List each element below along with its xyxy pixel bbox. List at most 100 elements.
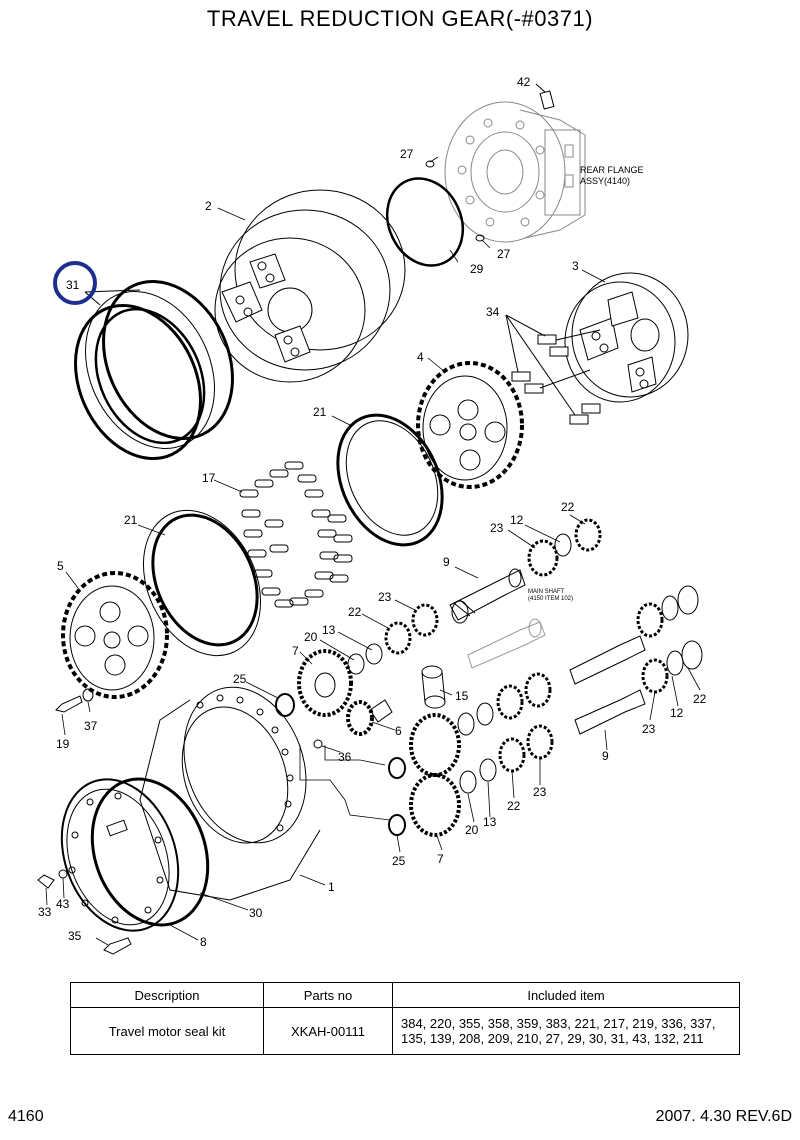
callout-37: 37 <box>84 719 98 733</box>
part-19-bolt <box>55 695 83 713</box>
callout-25-upper: 25 <box>233 672 247 686</box>
part-42-pin <box>535 83 555 110</box>
callout-30: 30 <box>249 906 263 920</box>
page-number: 4160 <box>8 1108 44 1125</box>
part-34-pins <box>505 314 601 425</box>
part-29-oring <box>385 177 465 267</box>
callout-19: 19 <box>56 737 70 751</box>
part-35-bolt <box>103 937 132 955</box>
callout-22-top: 22 <box>561 500 575 514</box>
callout-4: 4 <box>417 350 424 364</box>
callout-9-lower: 9 <box>602 749 609 763</box>
cell-included-items: 384, 220, 355, 358, 359, 383, 221, 217, … <box>392 1007 740 1055</box>
part-25-snap-ring-upper <box>275 693 295 717</box>
header-included-item: Included item <box>392 982 740 1008</box>
callout-23-right: 23 <box>642 722 656 736</box>
callout-27-lower: 27 <box>497 247 511 261</box>
part-23-bearing-mid <box>411 603 439 637</box>
part-9-shaft-upper <box>449 568 526 624</box>
part-27-oring-upper <box>425 160 435 168</box>
seal-kit-table: Description Parts no Included item Trave… <box>70 982 740 1055</box>
part-17-needle-rollers <box>239 461 353 608</box>
callout-13-upper: 13 <box>322 623 336 637</box>
callout-33: 33 <box>38 905 52 919</box>
callout-22-lower: 22 <box>507 799 521 813</box>
callout-6: 6 <box>395 724 402 738</box>
cell-description: Travel motor seal kit <box>70 1007 264 1055</box>
part-31-floating-seal <box>74 279 234 461</box>
callout-12-top: 12 <box>510 513 524 527</box>
callout-2: 2 <box>205 199 212 213</box>
rear-flange-label-line1: REAR FLANGE <box>580 165 644 175</box>
callout-15: 15 <box>455 689 469 703</box>
main-shaft-label-line2: (4150 ITEM 102) <box>528 596 573 602</box>
callout-35: 35 <box>68 929 82 943</box>
header-parts-no: Parts no <box>263 982 393 1008</box>
callout-8: 8 <box>200 935 207 949</box>
revision-date: 2007. 4.30 REV.6D <box>655 1108 792 1125</box>
callout-23-lower: 23 <box>533 785 547 799</box>
part-27-oring-lower <box>475 234 485 242</box>
callout-7-lower: 7 <box>437 852 444 866</box>
page-title: TRAVEL REDUCTION GEAR(-#0371) <box>206 6 594 31</box>
part-22-bearing-mid <box>384 621 412 655</box>
callout-29: 29 <box>470 262 484 276</box>
table-row: Travel motor seal kit XKAH-00111 384, 22… <box>70 1007 740 1055</box>
callout-20-lower: 20 <box>465 823 479 837</box>
part-25-snap-ring-mid <box>388 757 406 779</box>
part-21-ring-upper <box>336 413 444 547</box>
callout-21-lower: 21 <box>124 513 138 527</box>
part-15-bushing <box>421 665 446 709</box>
callout-20-upper: 20 <box>304 630 318 644</box>
callout-5: 5 <box>57 559 64 573</box>
main-shaft-reference <box>467 618 546 669</box>
part-36-ball <box>313 739 323 749</box>
part-37-washer <box>82 688 94 702</box>
part-25-snap-ring-lower <box>388 814 406 836</box>
callout-34: 34 <box>486 305 500 319</box>
header-description: Description <box>70 982 264 1008</box>
part-2-hub <box>214 189 406 383</box>
main-shaft-label-line1: MAIN SHAFT <box>528 589 565 595</box>
callout-27-upper: 27 <box>400 147 414 161</box>
callout-21-upper: 21 <box>313 405 327 419</box>
rear-flange-assembly <box>444 101 586 243</box>
part-33-plug <box>37 874 55 889</box>
callout-22-mid: 22 <box>348 605 362 619</box>
table-header-row: Description Parts no Included item <box>70 982 740 1008</box>
callout-22-right: 22 <box>693 692 707 706</box>
part-3-carrier <box>564 272 689 403</box>
part-8-cover <box>60 778 180 932</box>
callout-1: 1 <box>328 880 335 894</box>
highlight-circle-31 <box>53 261 97 305</box>
callout-23-mid: 23 <box>378 590 392 604</box>
rear-flange-label-line2: ASSY(4140) <box>580 176 630 186</box>
callout-7-upper: 7 <box>292 644 299 658</box>
included-items-line1: 384, 220, 355, 358, 359, 383, 221, 217, … <box>401 1016 716 1031</box>
callout-23-top: 23 <box>490 521 504 535</box>
callout-3: 3 <box>572 259 579 273</box>
part-6-pinion <box>346 700 374 736</box>
right-shaft-assembly <box>457 585 703 794</box>
part-13-ring <box>365 643 383 665</box>
included-items-line2: 135, 139, 208, 209, 210, 27, 29, 30, 31,… <box>401 1031 704 1046</box>
part-7-gear-lower <box>409 773 461 837</box>
part-20-ring <box>347 653 365 675</box>
part-1-housing <box>139 686 321 901</box>
callout-13-lower: 13 <box>483 815 497 829</box>
part-7-gear-mid <box>409 713 461 777</box>
part-4-planetary-gear <box>416 361 524 489</box>
callout-17: 17 <box>202 471 216 485</box>
callout-43: 43 <box>56 897 70 911</box>
part-7-gear-upper <box>297 649 353 717</box>
callout-42: 42 <box>517 75 531 89</box>
callout-12-right: 12 <box>670 706 684 720</box>
callout-25-lower: 25 <box>392 854 406 868</box>
callout-36: 36 <box>338 750 352 764</box>
bearing-set-upper <box>527 518 602 577</box>
part-21-ring-lower <box>151 513 259 647</box>
part-43-oring <box>58 869 68 879</box>
callout-31: 31 <box>66 278 80 292</box>
cell-parts-no: XKAH-00111 <box>263 1007 393 1055</box>
exploded-parts-diagram: 42 27 27 2 29 3 31 34 4 21 17 22 23 12 2… <box>37 75 707 955</box>
